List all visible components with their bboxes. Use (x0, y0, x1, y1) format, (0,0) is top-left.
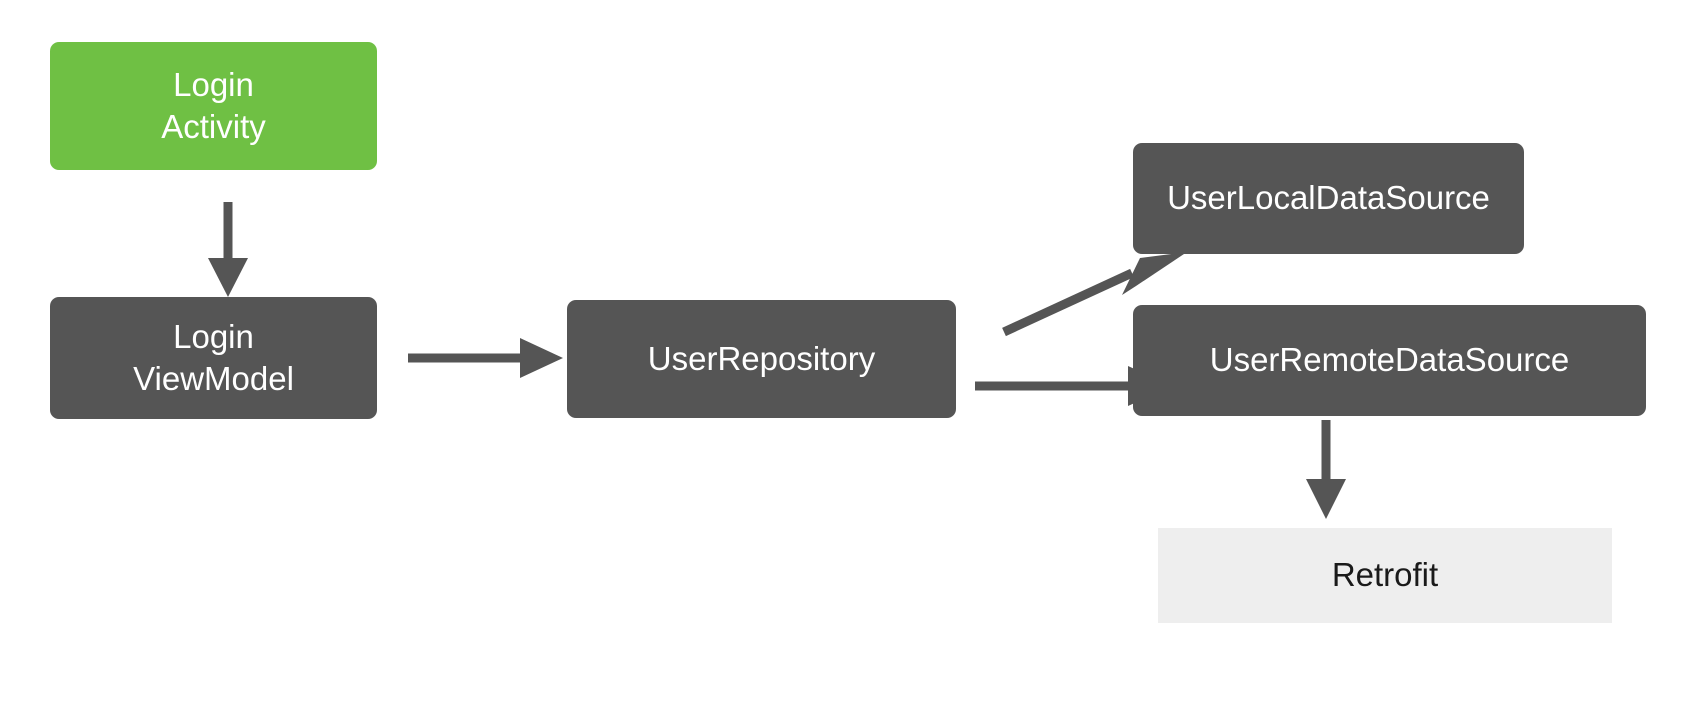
node-user-local-datasource[interactable]: UserLocalDataSource (1133, 143, 1524, 254)
edge-activity-to-viewmodel (208, 202, 248, 297)
edge-remote-to-retrofit (1306, 420, 1346, 519)
edge-viewmodel-to-repository (408, 338, 563, 378)
node-retrofit[interactable]: Retrofit (1158, 528, 1612, 623)
node-login-viewmodel[interactable]: Login ViewModel (50, 297, 377, 419)
node-user-remote-datasource[interactable]: UserRemoteDataSource (1133, 305, 1646, 416)
node-login-activity[interactable]: Login Activity (50, 42, 377, 170)
node-user-repository[interactable]: UserRepository (567, 300, 956, 418)
